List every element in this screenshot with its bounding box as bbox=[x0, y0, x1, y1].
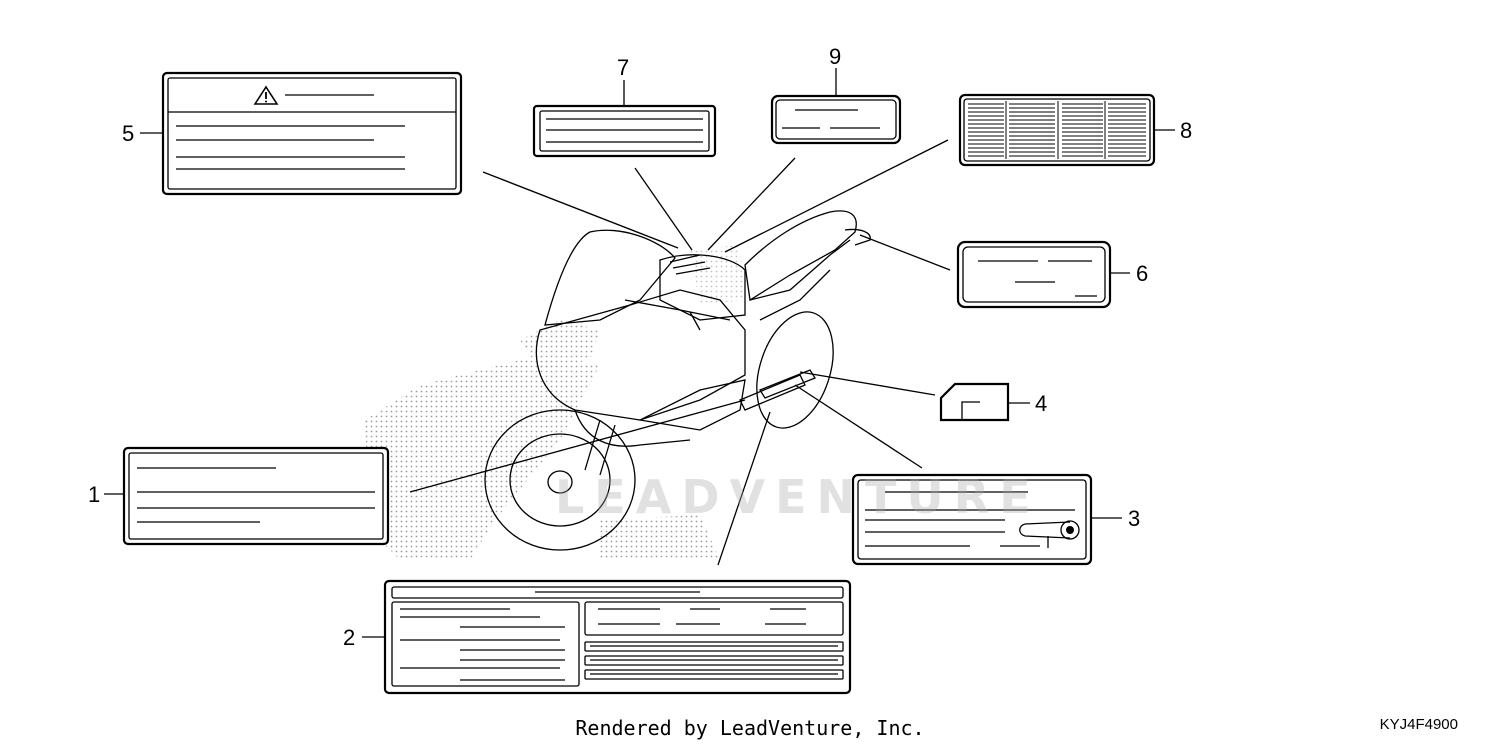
diagram-code: KYJ4F4900 bbox=[1379, 716, 1458, 733]
leader-4 bbox=[799, 371, 936, 396]
tail-light bbox=[844, 228, 871, 246]
leader-1 bbox=[409, 399, 746, 493]
leader-7 bbox=[634, 167, 693, 251]
swingarm bbox=[739, 374, 806, 411]
label-8-text-lines bbox=[968, 101, 1146, 159]
rear-frame bbox=[749, 239, 851, 321]
callout-7: 7 bbox=[617, 55, 629, 80]
stipple-shadow bbox=[365, 245, 745, 560]
seat-tail bbox=[744, 210, 857, 302]
label-8 bbox=[958, 93, 1175, 167]
leader-5 bbox=[482, 171, 679, 249]
fairing-lower bbox=[574, 409, 691, 447]
label-2 bbox=[362, 579, 852, 695]
callout-numbers: 1 2 3 4 5 6 7 8 9 bbox=[88, 44, 1192, 650]
front-wheel bbox=[484, 409, 636, 551]
callout-4: 4 bbox=[1035, 391, 1047, 416]
fairing bbox=[535, 289, 746, 421]
leader-2 bbox=[717, 411, 771, 566]
drive-chain-icon bbox=[1019, 520, 1080, 548]
label-7 bbox=[532, 80, 717, 158]
callout-2: 2 bbox=[343, 625, 355, 650]
front-hub bbox=[547, 470, 573, 494]
rear-wheel bbox=[756, 311, 834, 429]
label-3 bbox=[851, 473, 1122, 566]
tank-stripes bbox=[669, 254, 711, 275]
leader-8 bbox=[724, 139, 949, 253]
callout-1: 1 bbox=[88, 482, 100, 507]
leader-6 bbox=[859, 234, 951, 271]
label-6 bbox=[956, 240, 1130, 309]
motorcycle-drawing bbox=[484, 210, 871, 551]
callout-3: 3 bbox=[1128, 506, 1140, 531]
front-wheel-rim bbox=[509, 433, 611, 527]
exhaust bbox=[759, 369, 816, 399]
callout-9: 9 bbox=[829, 44, 841, 69]
leader-9 bbox=[707, 157, 796, 251]
front-fork bbox=[584, 419, 616, 476]
warning-triangle-icon bbox=[253, 85, 279, 105]
label-1 bbox=[104, 446, 390, 546]
leader-3 bbox=[794, 384, 923, 469]
engine bbox=[637, 379, 746, 431]
fuel-tank bbox=[659, 254, 746, 321]
label-5 bbox=[140, 71, 463, 196]
windscreen bbox=[544, 229, 676, 326]
callout-8: 8 bbox=[1180, 118, 1192, 143]
label-4 bbox=[939, 382, 1030, 422]
callout-6: 6 bbox=[1136, 261, 1148, 286]
label-9 bbox=[770, 68, 902, 145]
leader-lines bbox=[409, 139, 951, 566]
rendered-by-credit: Rendered by LeadVenture, Inc. bbox=[575, 716, 925, 740]
handlebar bbox=[624, 299, 731, 331]
watermark-text: LEADVENTURE bbox=[555, 470, 1041, 524]
callout-5: 5 bbox=[122, 121, 134, 146]
